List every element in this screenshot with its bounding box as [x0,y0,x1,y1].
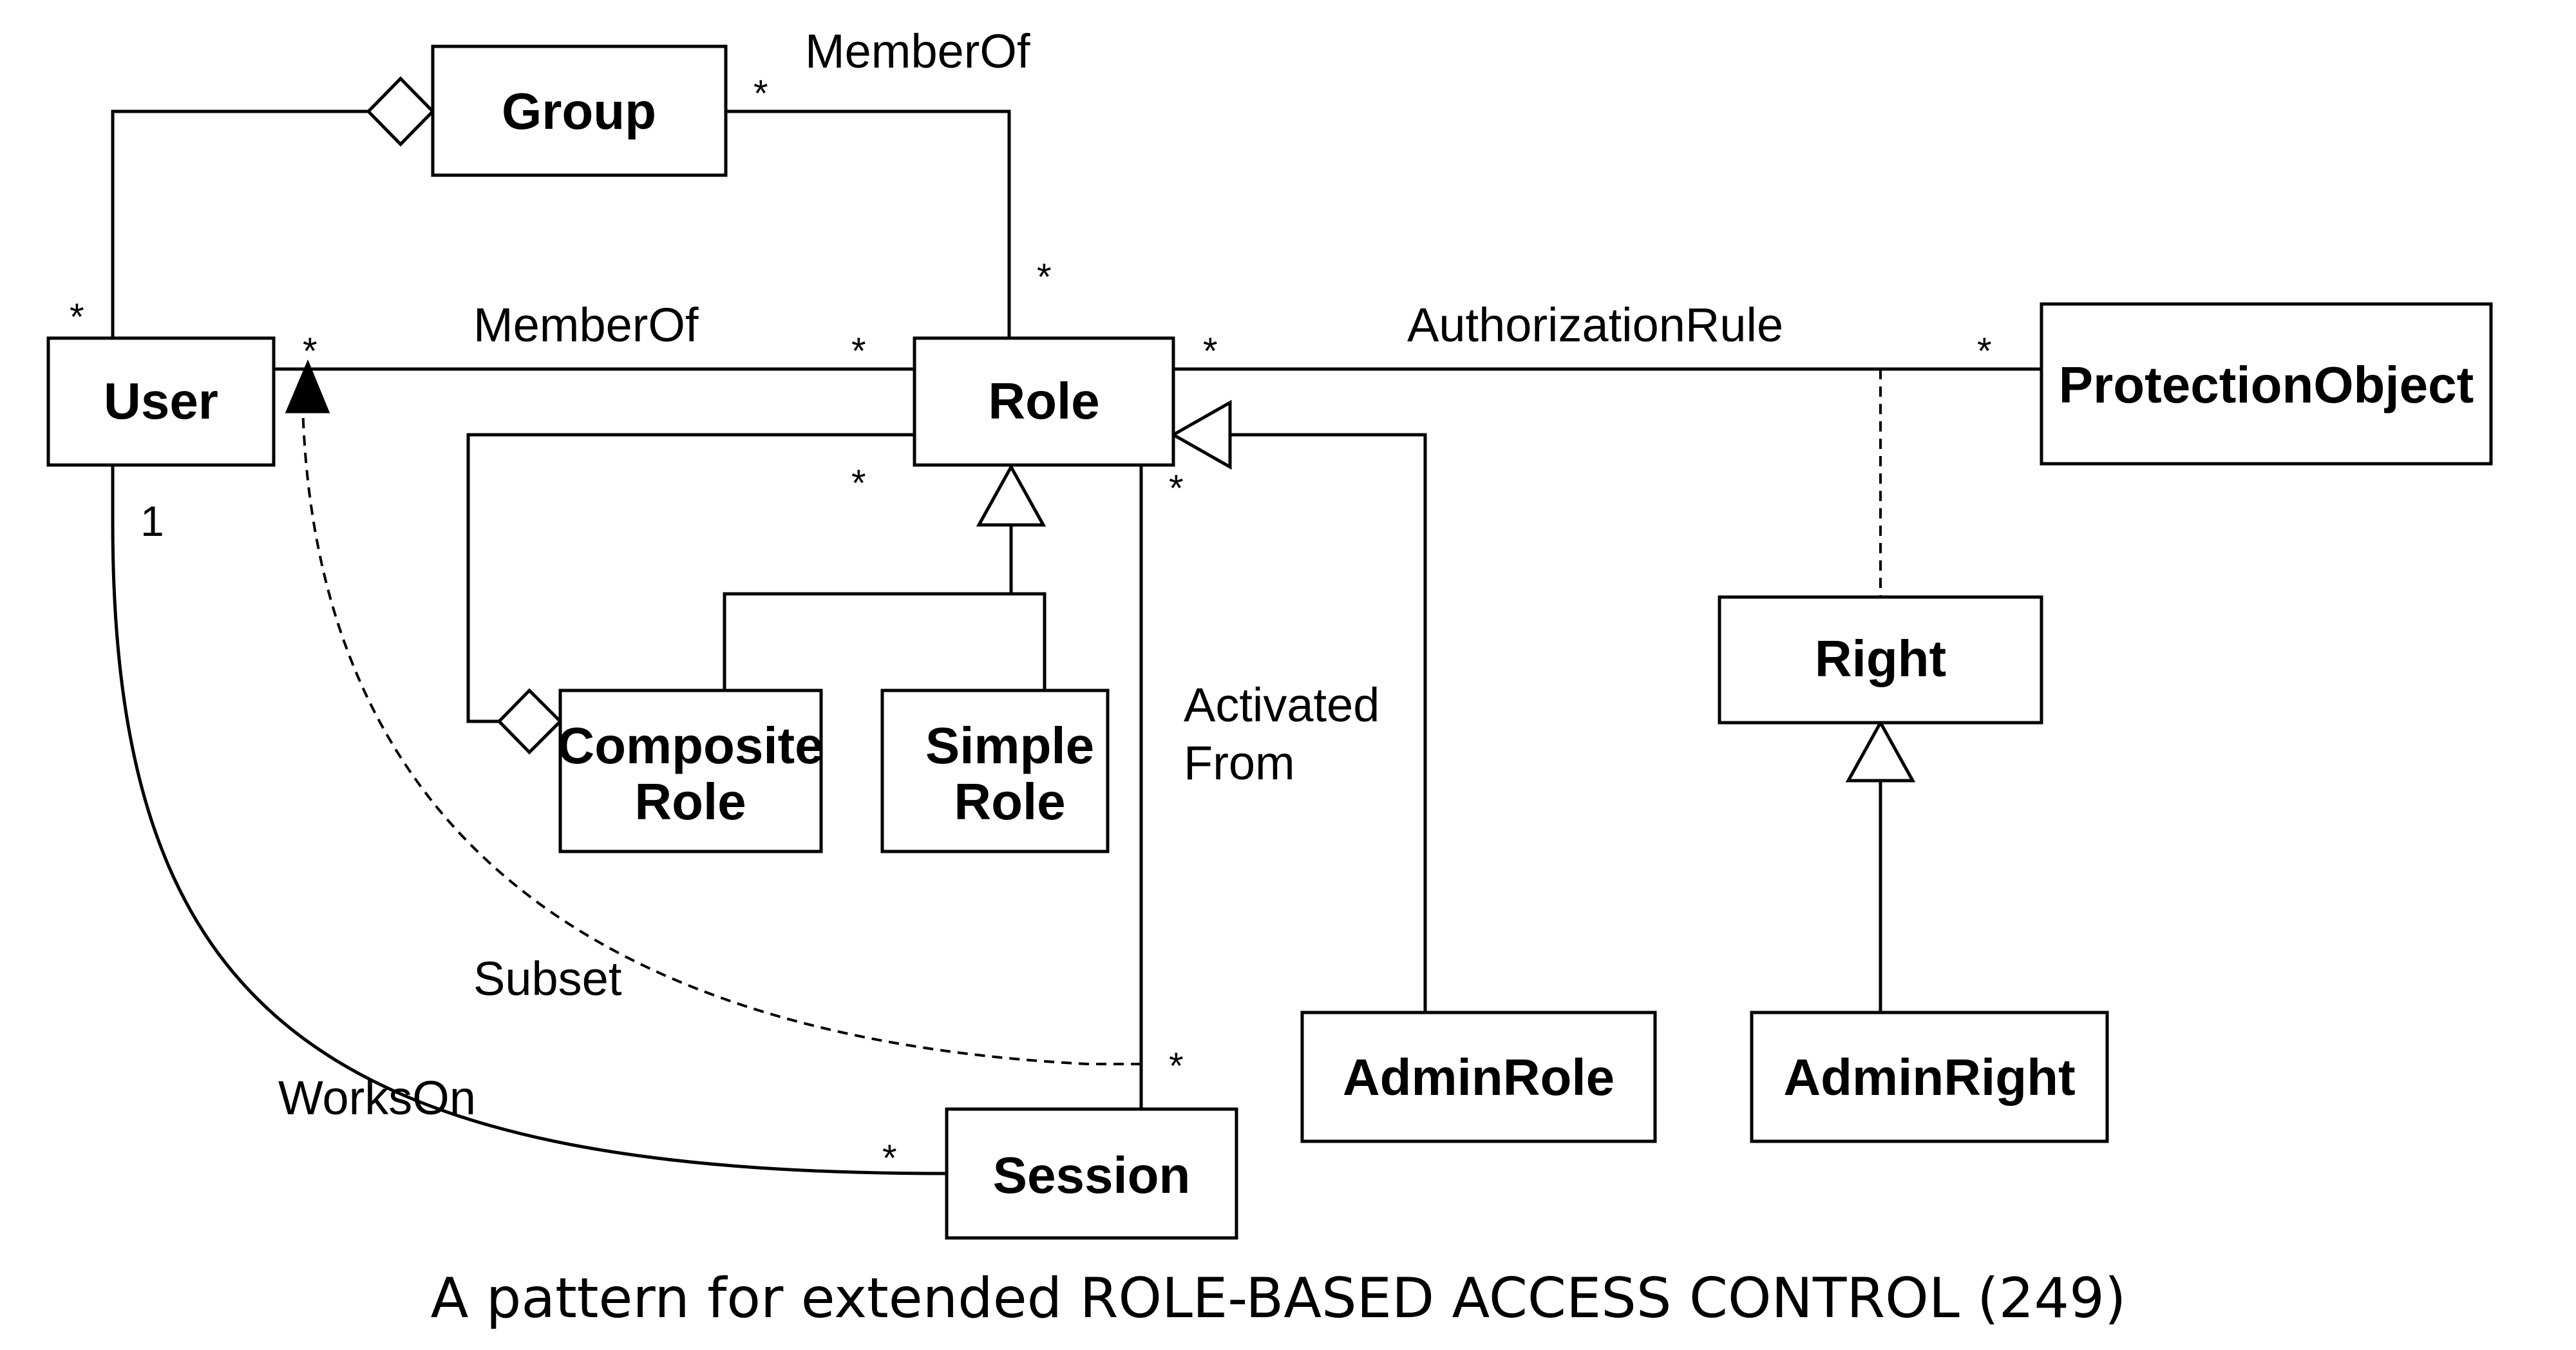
user-role-memberof-label: MemberOf [473,298,699,352]
group-role-memberof-line [726,109,1011,340]
activated-from-label-line2: From [1184,736,1295,790]
authorization-rule-label: AuthorizationRule [1407,298,1783,352]
adminrole-generalization-line [1230,433,1427,1012]
class-admin-role: AdminRole [1300,1011,1657,1143]
subset-label: Subset [473,952,622,1005]
multiplicity-role-from-group: * [1037,256,1052,298]
composite-role-aggregation-diamond [497,688,563,755]
user-group-aggregation-diamond [366,76,435,147]
class-composite-role-line2: Role [634,773,746,830]
multiplicity-session-activated: * [1169,1045,1184,1087]
multiplicity-user-in-group: * [70,296,84,338]
multiplicity-protection-object: * [1977,330,1992,372]
multiplicity-role-memberof: * [851,330,866,372]
role-generalization-arrowhead [976,463,1046,527]
class-user: User [46,336,276,467]
subset-dependency-line [301,405,1141,1065]
works-on-line [111,465,947,1175]
adminright-generalization-arrowhead [1845,719,1916,783]
multiplicity-group-memberof: * [753,73,768,115]
multiplicity-user-memberof: * [303,330,317,372]
class-composite-role: Composite Role [557,689,824,853]
multiplicity-role-authorization: * [1203,330,1218,372]
class-role: Role [913,336,1175,467]
class-user-name: User [104,372,218,430]
user-group-aggregation-line [111,109,368,340]
class-simple-role-line2: Role [954,773,1065,830]
group-role-memberof-label: MemberOf [805,24,1030,78]
subset-arrowhead [285,359,330,414]
class-right: Right [1718,595,2043,725]
figure-caption: A pattern for extended ROLE-BASED ACCESS… [431,1266,2126,1331]
activated-from-label-line1: Activated [1184,678,1379,732]
class-group-name: Group [502,82,656,140]
works-on-label: WorksOn [278,1071,476,1125]
class-right-name: Right [1815,630,1946,687]
class-admin-role-name: AdminRole [1343,1049,1615,1106]
multiplicity-role-composite: * [851,462,866,504]
class-protection-object: ProtectionObject [2040,302,2493,466]
class-simple-role-line1: Simple [925,717,1094,774]
class-simple-role: Simple Role [880,689,1110,853]
class-admin-right: AdminRight [1750,1011,2109,1143]
adminrole-generalization-arrowhead [1170,399,1232,470]
multiplicity-user-workson: 1 [140,497,164,545]
class-role-name: Role [988,372,1099,430]
class-session-name: Session [993,1146,1191,1204]
class-protection-object-name: ProtectionObject [2059,356,2474,414]
class-composite-role-line1: Composite [557,717,823,774]
class-admin-right-name: AdminRight [1783,1049,2075,1106]
class-group: Group [431,44,728,177]
role-generalization-bar [723,592,1046,690]
multiplicity-role-activated: * [1169,468,1184,509]
composite-role-aggregation-line [466,433,914,723]
multiplicity-session-workson: * [882,1137,897,1179]
class-session: Session [945,1107,1238,1240]
